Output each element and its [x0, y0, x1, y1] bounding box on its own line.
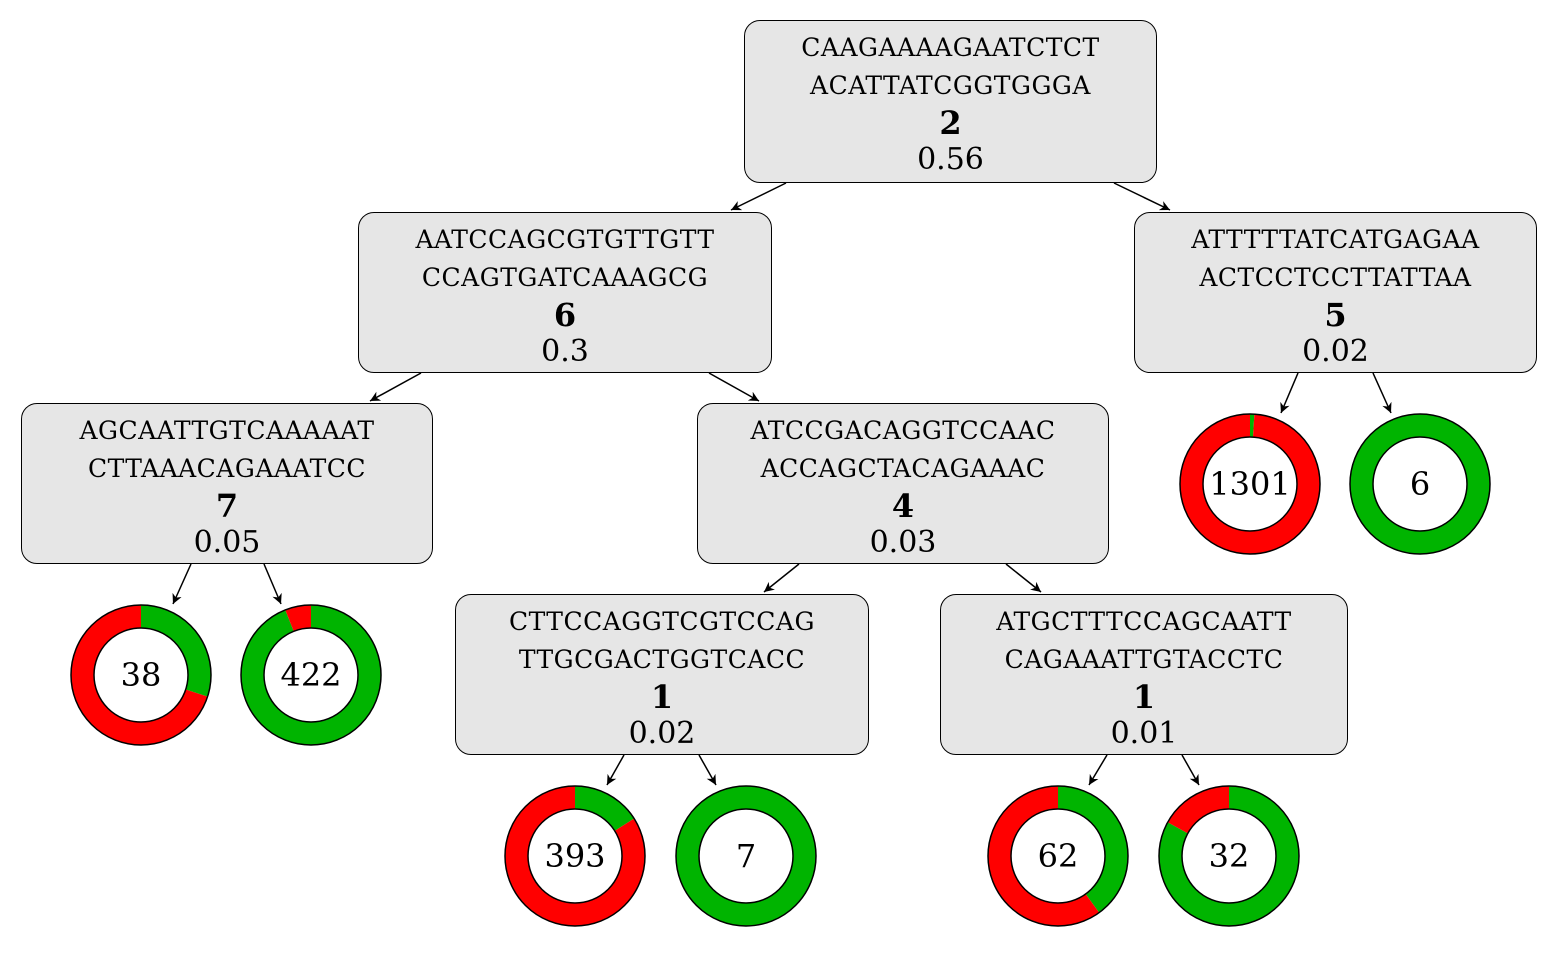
leaf-positive-segment [575, 786, 635, 831]
leaf-l62: 62 [987, 785, 1129, 927]
leaf-positive-segment [240, 605, 381, 746]
node-score: 0.3 [541, 334, 589, 369]
leaf-l1301: 1301 [1179, 413, 1321, 555]
edge-n1b-l32 [1181, 754, 1200, 786]
leaf-outer-ring [1349, 413, 1491, 555]
leaf-outer-ring [1158, 785, 1300, 927]
edge-n5-l1301 [1280, 372, 1299, 414]
node-score: 0.05 [193, 525, 261, 560]
leaf-positive-segment [1159, 785, 1299, 926]
leaf-positive-segment [676, 786, 816, 926]
edge-n2-n5 [1113, 182, 1171, 211]
leaf-positive-segment [1350, 414, 1490, 554]
leaf-negative-segment [285, 605, 311, 632]
node-score: 0.56 [917, 142, 984, 177]
leaf-l32: 32 [1158, 785, 1300, 927]
node-sequence-line-2: CAGAAATTGTACCTC [1004, 645, 1284, 674]
leaf-count-label: 422 [280, 656, 341, 694]
leaf-l422: 422 [240, 604, 382, 746]
node-sequence-line-1: ATCCGACAGGTCCAAC [750, 416, 1056, 445]
node-feature-index: 5 [1324, 296, 1347, 334]
edge-n4-n1a [763, 563, 800, 593]
edge-n7-l422 [263, 563, 282, 605]
leaf-inner-circle [527, 808, 623, 904]
leaf-l38: 38 [70, 604, 212, 746]
leaf-count-label: 393 [544, 837, 605, 875]
node-score: 0.02 [1302, 334, 1369, 369]
edge-n6-n4 [708, 372, 760, 402]
leaf-count-label: 7 [736, 837, 756, 875]
node-feature-index: 6 [553, 296, 577, 334]
node-sequence-line-1: AGCAATTGTCAAAAAT [79, 416, 375, 445]
leaf-outer-ring [987, 785, 1129, 927]
node-sequence-line-1: ATGCTTTCCAGCAATT [996, 607, 1292, 636]
node-feature-index: 7 [215, 487, 239, 525]
node-feature-index: 1 [650, 678, 674, 716]
node-sequence-line-1: CAAGAAAAGAATCTCT [801, 33, 1100, 62]
leaf-inner-circle [1372, 436, 1468, 532]
leaf-count-label: 1301 [1209, 465, 1290, 503]
node-sequence-line-1: ATTTTTATCATGAGAA [1191, 225, 1480, 254]
node-sequence-line-1: AATCCAGCGTGTTGTT [415, 225, 715, 254]
node-feature-index: 2 [939, 104, 962, 142]
leaf-count-label: 38 [121, 656, 162, 694]
leaf-inner-circle [1010, 808, 1106, 904]
leaf-nodes: 1301 6 38 422 393 7 62 32 [70, 413, 1491, 927]
leaf-l7: 7 [675, 785, 817, 927]
node-sequence-line-2: CCAGTGATCAAAGCG [421, 263, 709, 292]
leaf-count-label: 6 [1410, 465, 1430, 503]
node-sequence-line-2: CTTAAACAGAAATCC [87, 454, 367, 483]
node-sequence-line-2: TTGCGACTGGTCACC [518, 645, 806, 674]
leaf-negative-segment [988, 786, 1100, 927]
edge-n1b-l62 [1088, 754, 1108, 786]
leaf-outer-ring [675, 785, 817, 927]
node-sequence-line-2: ACATTATCGGTGGGA [810, 71, 1091, 100]
leaf-negative-segment [1180, 414, 1321, 554]
leaf-inner-circle [1181, 808, 1277, 904]
edge-n4-n1b [1005, 563, 1042, 593]
leaf-l393: 393 [504, 785, 646, 927]
node-sequence-line-1: CTTCCAGGTCGTCCAG [509, 607, 815, 636]
leaf-outer-ring [70, 604, 212, 746]
edge-n5-l6 [1372, 372, 1392, 414]
leaf-positive-segment [1058, 786, 1128, 913]
leaf-inner-circle [1202, 436, 1298, 532]
leaf-positive-segment [1250, 414, 1255, 438]
node-sequence-line-2: ACTCCTCCTTATTAA [1199, 263, 1472, 292]
leaf-outer-ring [504, 785, 646, 927]
leaf-negative-segment [505, 786, 646, 926]
tree-edges [172, 182, 1392, 786]
leaf-count-label: 32 [1209, 837, 1250, 875]
edge-n1a-l393 [606, 754, 625, 786]
node-sequence-line-2: ACCAGCTACAGAAAC [760, 454, 1046, 483]
node-score: 0.02 [628, 716, 696, 751]
leaf-l6: 6 [1349, 413, 1491, 555]
leaf-inner-circle [698, 808, 794, 904]
edge-n6-n7 [369, 372, 422, 402]
edge-n1a-l7 [698, 754, 717, 786]
leaf-inner-circle [263, 627, 359, 723]
leaf-outer-ring [240, 604, 382, 746]
node-score: 0.01 [1110, 716, 1178, 751]
leaf-outer-ring [1179, 413, 1321, 555]
node-feature-index: 4 [891, 487, 915, 525]
edge-n7-l38 [172, 563, 192, 605]
node-score: 0.03 [869, 525, 937, 560]
leaf-inner-circle [93, 627, 189, 723]
edge-n2-n6 [730, 182, 787, 211]
leaf-count-label: 62 [1038, 837, 1079, 875]
leaf-positive-segment [141, 605, 211, 697]
leaf-negative-segment [1167, 786, 1229, 834]
node-feature-index: 1 [1132, 678, 1156, 716]
